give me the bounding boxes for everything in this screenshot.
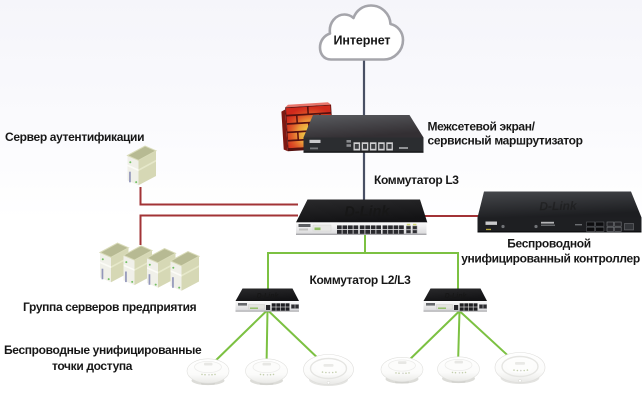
- svg-text:точки доступа: точки доступа: [52, 359, 133, 373]
- svg-text:Межсетевой экран/: Межсетевой экран/: [428, 120, 536, 134]
- svg-text:D-Link: D-Link: [539, 199, 578, 214]
- svg-text:Беспроводные унифицированные: Беспроводные унифицированные: [4, 343, 202, 357]
- svg-text:Сервер аутентификации: Сервер аутентификации: [5, 130, 144, 144]
- svg-text:Группа серверов предприятия: Группа серверов предприятия: [23, 300, 197, 314]
- svg-text:Интернет: Интернет: [334, 34, 391, 48]
- svg-text:Коммутатор L3: Коммутатор L3: [374, 173, 459, 187]
- svg-text:Беспроводной: Беспроводной: [507, 237, 591, 251]
- svg-text:D-Link: D-Link: [344, 204, 390, 221]
- svg-text:унифицированный контроллер: унифицированный контроллер: [461, 252, 640, 266]
- svg-text:Коммутатор L2/L3: Коммутатор L2/L3: [310, 273, 412, 287]
- svg-text:сервисный маршрутизатор: сервисный маршрутизатор: [428, 134, 583, 148]
